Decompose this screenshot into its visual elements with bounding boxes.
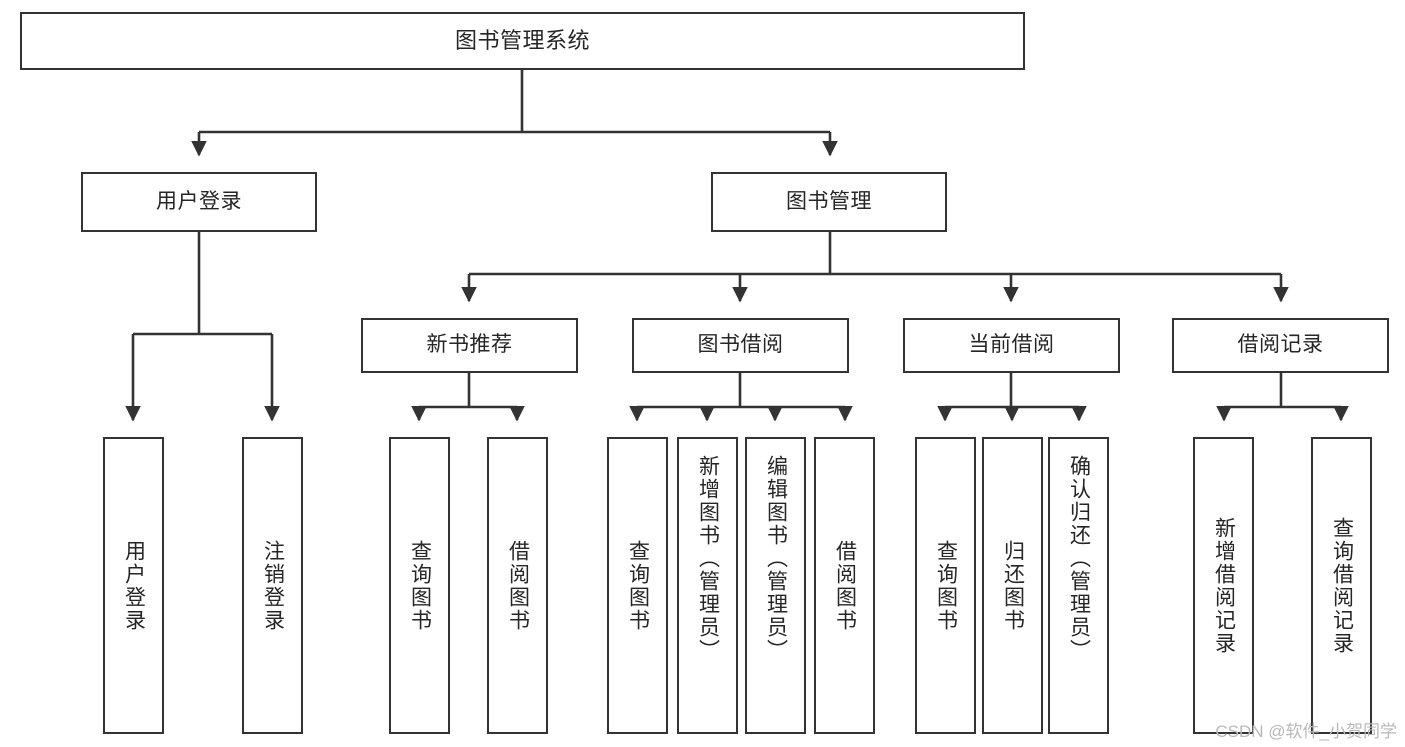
node-current-borrow-label: 当前借阅 <box>968 333 1055 357</box>
watermark-text: CSDN @软件_小贺同学 <box>1215 722 1397 741</box>
leaf-query-book-current-label: 查询图书 <box>934 539 958 632</box>
leaf-user-login-label: 用户登录 <box>122 539 146 632</box>
node-borrow-records[interactable]: 借阅记录 <box>1172 318 1389 373</box>
leaf-query-borrow-record-label: 查询借阅记录 <box>1330 516 1354 655</box>
leaf-add-book-admin-label: 新增图书（管理员） <box>696 455 720 662</box>
leaf-query-book-borrow[interactable]: 查询图书 <box>607 437 668 734</box>
leaf-logout[interactable]: 注销登录 <box>242 437 303 734</box>
leaf-confirm-return-admin[interactable]: 确认归还（管理员） <box>1048 437 1109 734</box>
leaf-borrow-book-recommend[interactable]: 借阅图书 <box>487 437 548 734</box>
leaf-add-book-admin[interactable]: 新增图书（管理员） <box>677 437 738 734</box>
leaf-query-book-recommend[interactable]: 查询图书 <box>389 437 450 734</box>
node-current-borrow[interactable]: 当前借阅 <box>903 318 1120 373</box>
node-new-book-recommend[interactable]: 新书推荐 <box>361 318 578 373</box>
node-borrow-records-label: 借阅记录 <box>1237 333 1324 357</box>
leaf-edit-book-admin-label: 编辑图书（管理员） <box>764 455 788 662</box>
leaf-query-book-borrow-label: 查询图书 <box>626 539 650 632</box>
node-book-borrow[interactable]: 图书借阅 <box>632 318 849 373</box>
leaf-add-borrow-record[interactable]: 新增借阅记录 <box>1193 437 1254 734</box>
node-user-login-label: 用户登录 <box>156 189 242 213</box>
leaf-borrow-book[interactable]: 借阅图书 <box>814 437 875 734</box>
node-user-login[interactable]: 用户登录 <box>81 172 317 232</box>
node-book-borrow-label: 图书借阅 <box>697 333 784 357</box>
node-book-management[interactable]: 图书管理 <box>711 172 947 232</box>
leaf-query-borrow-record[interactable]: 查询借阅记录 <box>1311 437 1372 734</box>
node-root-label: 图书管理系统 <box>454 28 590 54</box>
leaf-return-book-label: 归还图书 <box>1001 539 1025 632</box>
node-root[interactable]: 图书管理系统 <box>20 12 1025 70</box>
node-book-management-label: 图书管理 <box>786 189 872 213</box>
leaf-return-book[interactable]: 归还图书 <box>982 437 1043 734</box>
leaf-user-login[interactable]: 用户登录 <box>103 437 164 734</box>
leaf-logout-label: 注销登录 <box>261 539 285 632</box>
leaf-edit-book-admin[interactable]: 编辑图书（管理员） <box>745 437 806 734</box>
leaf-query-book-current[interactable]: 查询图书 <box>915 437 976 734</box>
leaf-borrow-book-recommend-label: 借阅图书 <box>506 539 530 632</box>
leaf-add-borrow-record-label: 新增借阅记录 <box>1212 516 1236 655</box>
leaf-query-book-recommend-label: 查询图书 <box>408 539 432 632</box>
leaf-confirm-return-admin-label: 确认归还（管理员） <box>1067 455 1091 662</box>
node-new-book-recommend-label: 新书推荐 <box>426 333 513 357</box>
leaf-borrow-book-label: 借阅图书 <box>833 539 857 632</box>
